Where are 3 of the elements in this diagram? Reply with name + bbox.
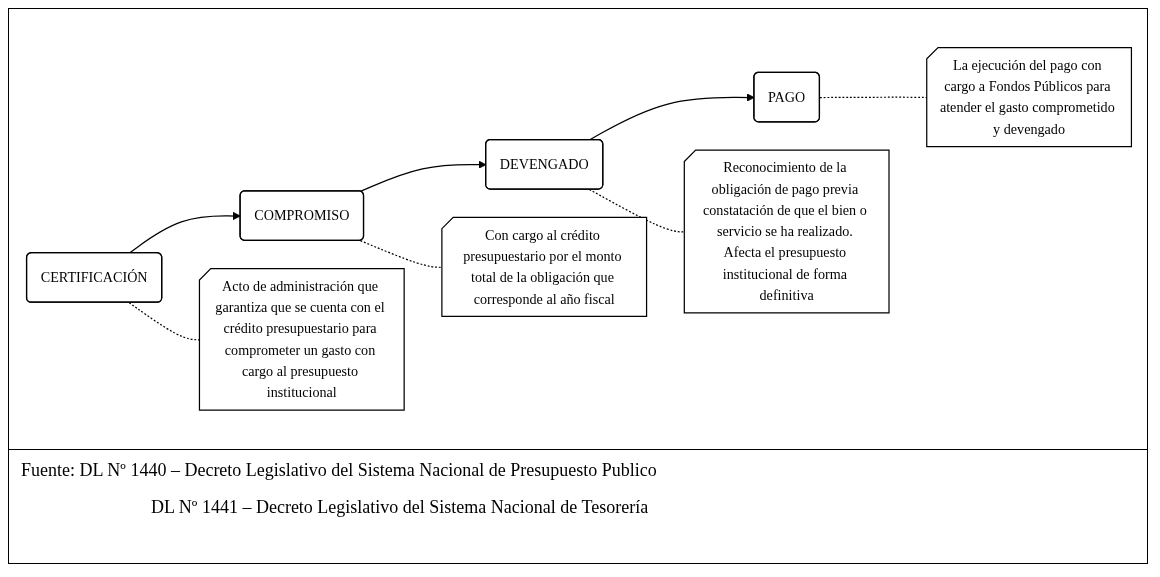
arrow xyxy=(128,212,241,254)
source-note: DL Nº 1441 – Decreto Legislativo del Sistema Nacional de Tesorería xyxy=(150,497,650,518)
source-note: Fuente: DL Nº 1440 – Decreto Legislativo del Sistema Nacional de Presupuesto Publico xyxy=(21,460,658,481)
